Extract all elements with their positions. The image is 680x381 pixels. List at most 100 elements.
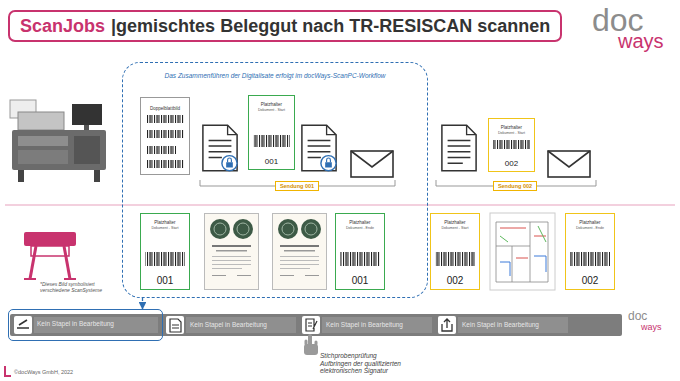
placeholder-card: PlatzhalterDokument - Start 001: [140, 213, 190, 290]
barcode: [493, 140, 530, 149]
logo-text: doc: [628, 310, 647, 324]
separator-line: [5, 205, 675, 206]
plotter-icon: [24, 232, 76, 246]
plotter-icon: [64, 278, 76, 280]
barcode: [146, 130, 184, 138]
status-bar: [10, 314, 622, 336]
separator-line: [5, 204, 675, 205]
node-text: Platzhalter: [489, 125, 534, 130]
barcode: [146, 115, 184, 123]
toolbar-icon: [442, 319, 452, 331]
node-text: Kein Stapel in Bearbeitung: [462, 321, 539, 328]
plan-image: [496, 222, 548, 282]
node-text: 002: [431, 275, 479, 287]
toolbar-icon: [14, 316, 456, 334]
plotter-icon: [24, 278, 36, 280]
logo-text: ways: [618, 30, 664, 53]
scanner-illustration: [10, 100, 106, 182]
barcode: [340, 252, 380, 266]
scanner-illustration: [72, 104, 102, 125]
scanner-illustration: [18, 112, 64, 130]
hand-icon: [306, 341, 316, 344]
node-text: Platzhalter: [336, 220, 384, 225]
envelope-icon: [351, 151, 393, 177]
barcode: [145, 252, 185, 266]
placeholder-card: PlatzhalterDokument - Ende 001: [335, 213, 385, 290]
placeholder-card: PlatzhalterDokument - Start 002: [430, 213, 480, 290]
node-text: Dokument - Ende: [566, 226, 614, 230]
toolbar-icon: [302, 316, 320, 334]
node-text: Kein Stapel in Bearbeitung: [37, 320, 114, 327]
barcode: [146, 146, 176, 154]
node-text: Platzhalter: [141, 220, 189, 225]
plotter-icon: [30, 246, 36, 279]
status-bar: [10, 314, 622, 336]
barcode: [253, 135, 290, 147]
toolbar-icon: [17, 320, 29, 328]
node-text: Dokument - Start: [249, 108, 294, 112]
barcode: [435, 252, 475, 266]
double-sheet-card: Doppelblattbild: [140, 97, 190, 175]
node-text: Platzhalter: [249, 102, 294, 107]
placeholder-card: PlatzhalterDokument - Ende 002: [565, 213, 615, 290]
node-text: Dokument - Ende: [336, 226, 384, 230]
plan-image: [500, 226, 546, 242]
plan-image: [500, 228, 546, 258]
placeholder-card: PlatzhalterDokument - Start 002: [488, 118, 535, 172]
workflow-region: Das Zusammenführen der Digitalisate erfo…: [122, 62, 428, 298]
barcode: [146, 160, 184, 168]
certificate-image: [273, 214, 327, 290]
footer-mark: [5, 366, 11, 376]
node-text: Sendung 002: [498, 183, 532, 189]
scanner-illustration: [74, 136, 100, 164]
document-icon: [442, 125, 476, 171]
scanner-illustration: [18, 170, 24, 182]
node-text: Dokument - Start: [489, 131, 534, 135]
highlight-box: Kein Stapel in Bearbeitung: [8, 309, 163, 341]
toolbar-icon: [306, 319, 317, 331]
node-text: Doppelblattbild: [141, 106, 189, 111]
status-bar: [34, 317, 158, 333]
callout-text: Aufbringen der qualifizierten elektronis…: [320, 360, 424, 375]
toolbar-icon: [14, 316, 32, 334]
title-box: ScanJobs|gemischtes Beleggut nach TR-RES…: [8, 10, 562, 42]
note: *Dieses Bild symbolisiert verschiedene S…: [40, 282, 112, 294]
scanner-illustration: [94, 170, 100, 182]
logo-text: ways: [641, 322, 662, 332]
node-text: Dokument - Start: [431, 226, 479, 230]
node-text: 001: [141, 275, 189, 287]
node-text: Platzhalter: [566, 220, 614, 225]
node-text: Das Zusammenführen der Digitalisate erfo…: [123, 72, 427, 79]
node-text: 002: [566, 275, 614, 287]
plan-image: [490, 213, 555, 290]
node-text: Platzhalter: [431, 220, 479, 225]
placeholder-card-fill: [140, 97, 190, 175]
node-text: 002: [489, 159, 534, 168]
toolbar-icon: [166, 316, 184, 334]
scanner-illustration: [18, 150, 68, 164]
status-field: Kein Stapel in Bearbeitung: [186, 317, 296, 333]
node-text: 001: [336, 275, 384, 287]
document-icon: [203, 125, 237, 171]
shipment-label: Sendung 002: [493, 181, 537, 191]
node-text: Dokument - Start: [141, 226, 189, 230]
plan-image: [500, 256, 546, 276]
connector: [142, 298, 143, 309]
plotter-icon: [64, 246, 70, 279]
document-icon: [302, 125, 336, 171]
status-field: Kein Stapel in Bearbeitung: [458, 317, 568, 333]
placeholder-card: PlatzhalterDokument - Start001: [248, 95, 295, 170]
node-text: Kein Stapel in Bearbeitung: [326, 321, 403, 328]
node-text: Kein Stapel in Bearbeitung: [190, 321, 267, 328]
envelope-icon: [351, 151, 590, 177]
placeholder-card-fill: [140, 97, 190, 175]
certificate-image: [205, 214, 327, 290]
plotter-icon: [24, 232, 76, 279]
certificate-image: [205, 214, 259, 290]
shipment-label: Sendung 001: [275, 181, 319, 191]
scanner-illustration: [18, 136, 68, 146]
callout-text: Stichprobenprüfung: [320, 352, 430, 359]
toolbar-icon: [438, 316, 456, 334]
status-field: Kein Stapel in Bearbeitung: [322, 317, 432, 333]
